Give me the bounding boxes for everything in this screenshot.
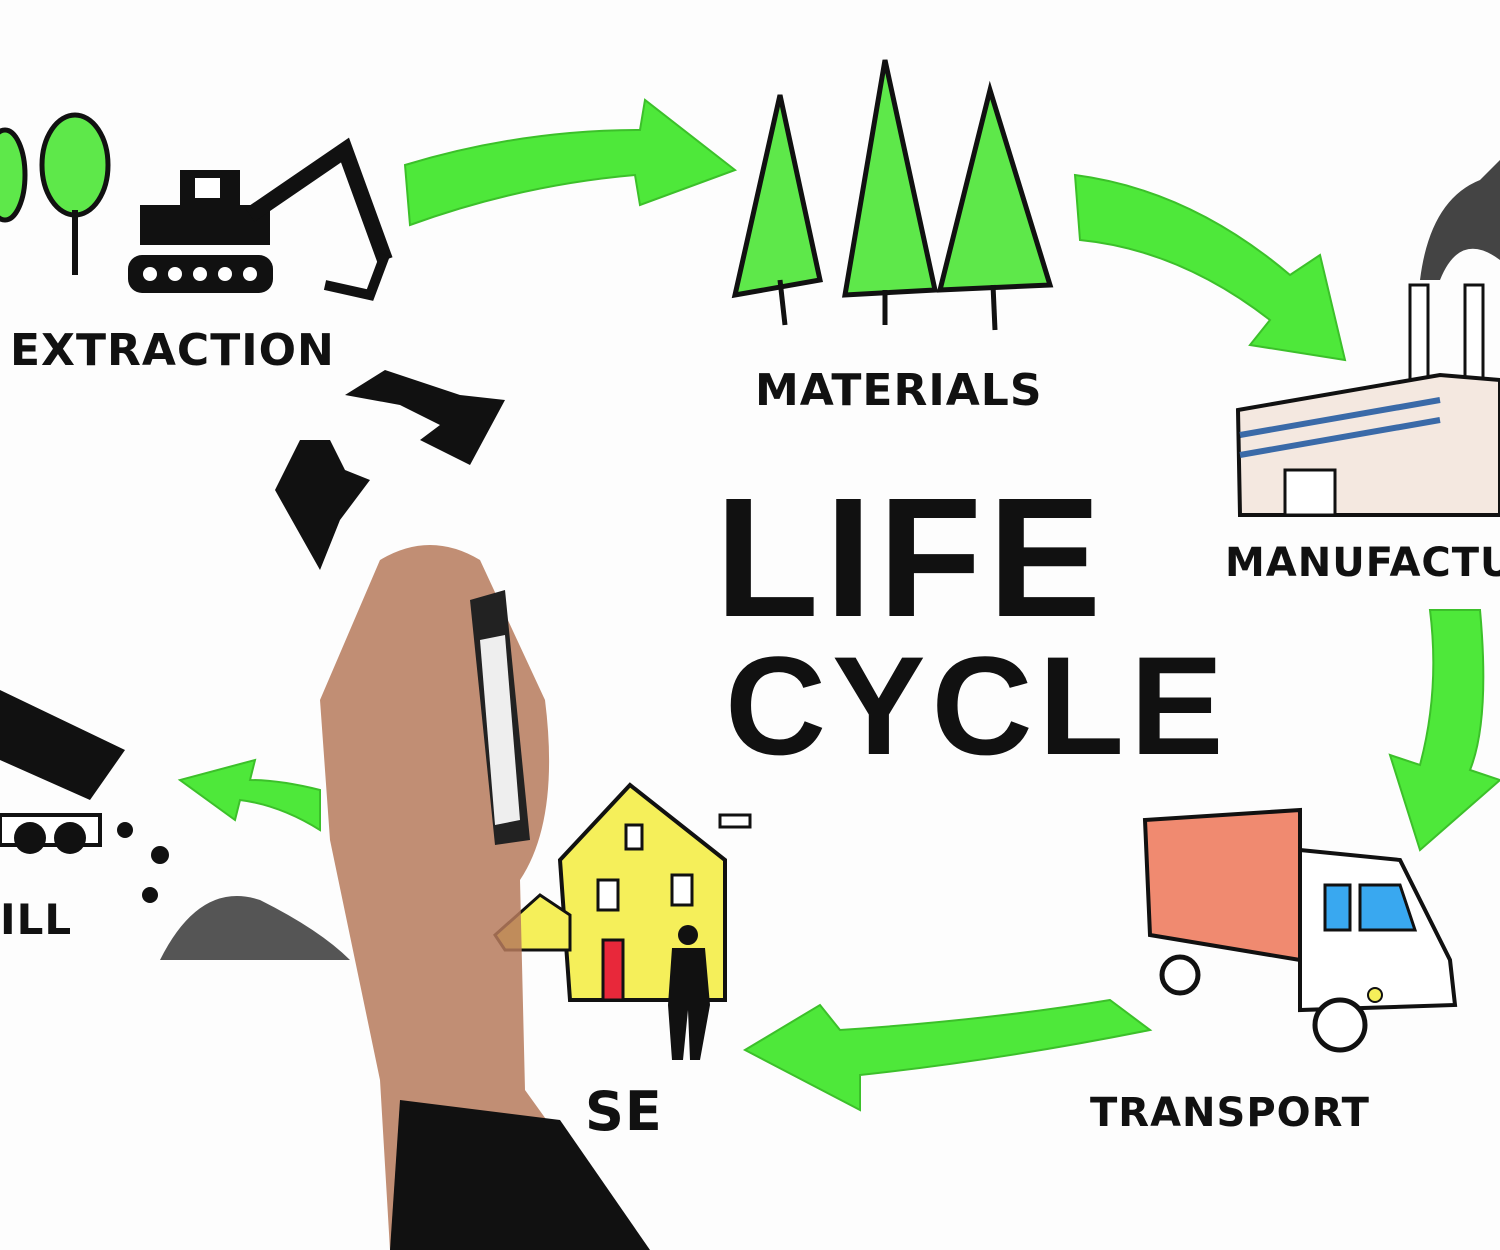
excavator-icon [128,137,393,301]
person-icon [668,925,710,1060]
conifer-trees-icon [731,59,1054,331]
arrow-use-to-landfill-icon [177,758,321,832]
arrow-manufacture-to-transport-icon [1388,609,1500,852]
label-manufacture: MANUFACTU [1225,540,1500,586]
label-extraction: EXTRACTION [10,325,335,376]
arrow-materials-to-manufacture-icon [1073,173,1347,362]
label-transport: TRANSPORT [1090,1090,1370,1136]
deciduous-trees-icon [0,112,111,275]
hand-with-marker [320,545,650,1250]
label-use: SE [585,1080,663,1143]
truck-icon [1142,807,1458,1053]
label-landfill: ILL [0,895,73,944]
arrow-extraction-to-materials-icon [403,98,738,227]
title-cycle: CYCLE [725,627,1230,784]
title-life: LIFE [715,463,1108,653]
arrow-transport-to-use-icon [742,998,1153,1112]
dump-truck-icon [0,690,350,960]
house-icon [493,782,752,1002]
label-materials: MATERIALS [755,365,1043,416]
factory-icon [1235,160,1500,517]
recycle-icon [275,370,505,570]
